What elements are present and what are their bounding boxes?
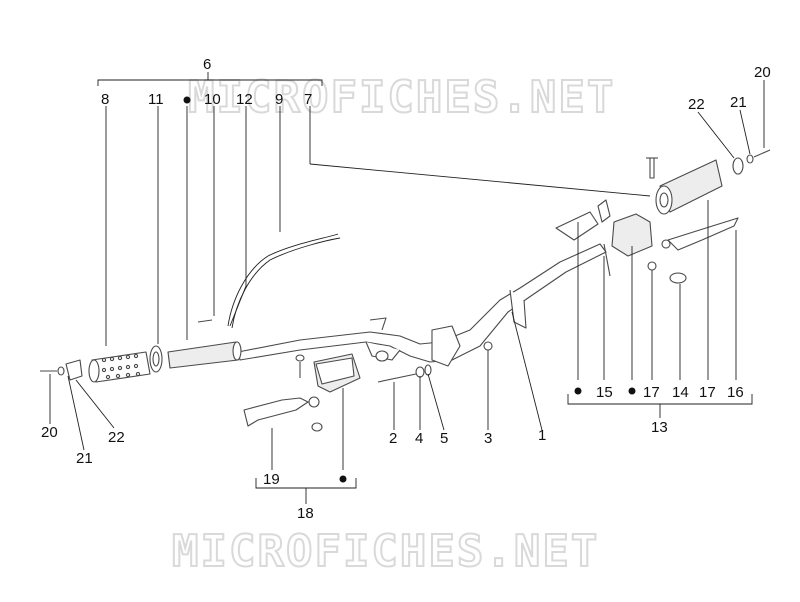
bullet-marker xyxy=(183,96,191,104)
callout-3: 3 xyxy=(484,430,492,447)
callout-10: 10 xyxy=(204,91,221,108)
callout-12: 12 xyxy=(236,91,253,108)
callout-7: 7 xyxy=(304,91,312,108)
callout-5: 5 xyxy=(440,430,448,447)
callout-2: 2 xyxy=(389,430,397,447)
callout-11: 11 xyxy=(148,91,164,108)
bullet-markers xyxy=(183,96,636,483)
callout-20-left: 20 xyxy=(41,424,58,441)
bullet-marker xyxy=(339,475,347,483)
callout-15: 15 xyxy=(596,384,613,401)
callout-21-left: 21 xyxy=(76,450,93,467)
callout-14: 14 xyxy=(672,384,689,401)
callout-13: 13 xyxy=(651,419,668,436)
callout-16: 16 xyxy=(727,384,744,401)
left-grip-assembly xyxy=(40,233,341,383)
callout-4: 4 xyxy=(415,430,423,447)
callout-20-right: 20 xyxy=(754,64,771,81)
callout-18: 18 xyxy=(297,505,314,522)
right-grip-assembly xyxy=(646,149,771,215)
leader-lines xyxy=(49,72,765,504)
callout-22-right: 22 xyxy=(688,96,705,113)
right-brake-assembly xyxy=(555,199,739,284)
bullet-marker xyxy=(574,387,582,395)
handlebar-tube xyxy=(237,243,607,363)
callout-17-right: 17 xyxy=(699,384,716,401)
watermark-bottom: MICROFICHES.NET xyxy=(172,526,599,577)
callout-6: 6 xyxy=(203,56,211,73)
callout-22-left: 22 xyxy=(108,429,125,446)
bullet-marker xyxy=(628,387,636,395)
callout-labels: 6 8 11 10 12 9 7 20 21 22 2 4 5 3 1 19 1… xyxy=(41,56,771,522)
clamp-and-bolts xyxy=(377,325,493,383)
left-brake-assembly xyxy=(243,353,361,432)
callout-8: 8 xyxy=(101,91,109,108)
callout-21-right: 21 xyxy=(730,94,747,111)
callout-17-center: 17 xyxy=(643,384,660,401)
callout-9: 9 xyxy=(275,91,283,108)
callout-19: 19 xyxy=(263,471,280,488)
callout-1: 1 xyxy=(538,427,546,444)
